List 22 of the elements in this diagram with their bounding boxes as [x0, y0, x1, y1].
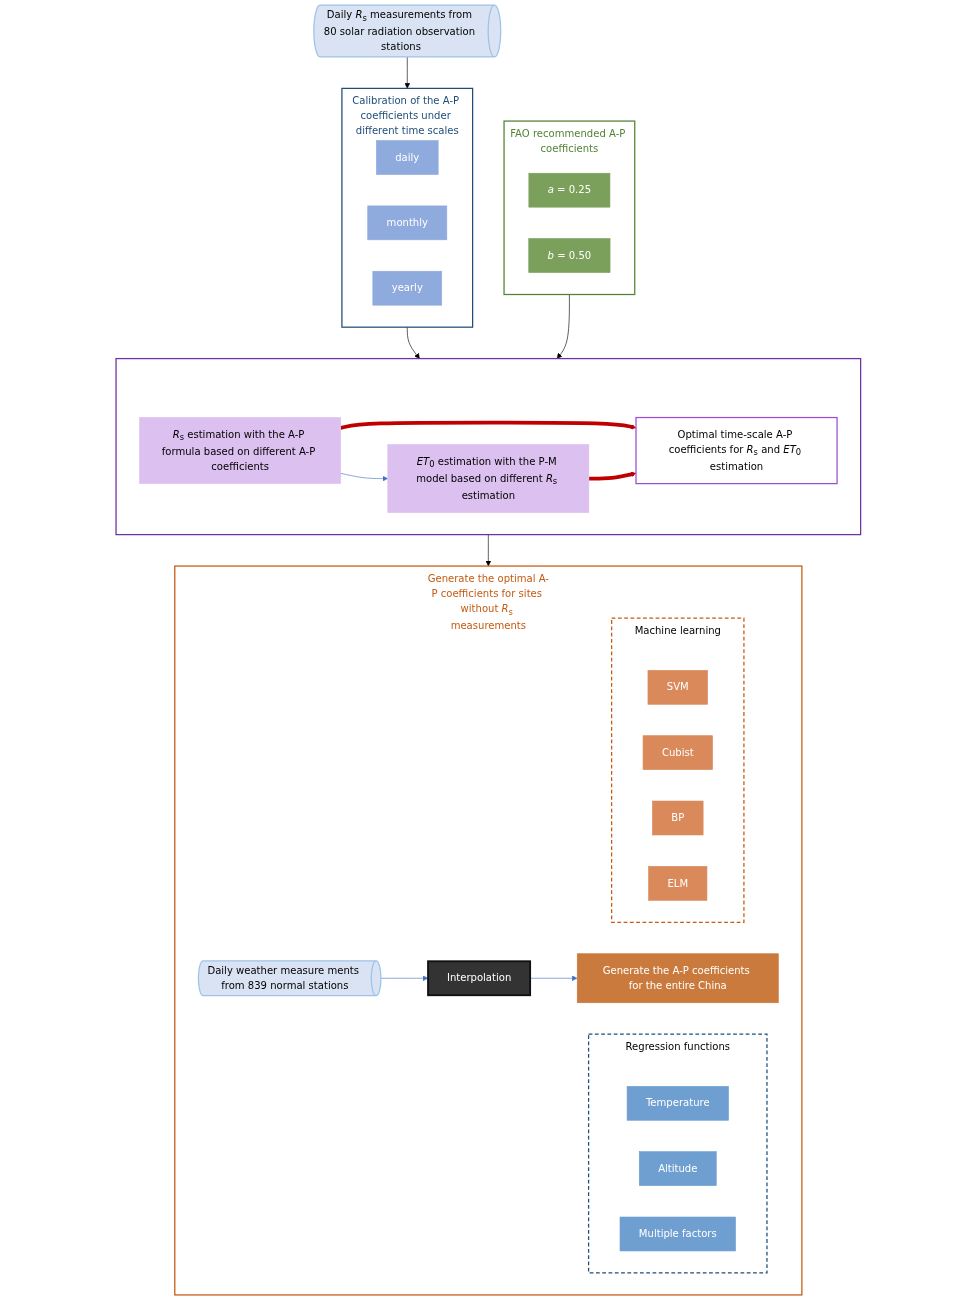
node-box: Cubist	[642, 735, 713, 770]
node-text: Daily weather measure ments from 839 normal stations	[207, 964, 359, 992]
node-box: SVM	[647, 670, 708, 705]
node-box: ELM	[647, 866, 707, 901]
node-box: ET$_{0}$ estimation with the P-M model based on different R$_{s}$ estimation	[387, 444, 589, 513]
node-box: yearly	[372, 270, 442, 306]
node-box: b = 0.50	[528, 238, 610, 273]
arrow	[588, 471, 636, 481]
node-box: daily	[375, 140, 439, 175]
node-box: R$_{s}$ estimation with the A-P formula based on different A-P coefficients	[138, 417, 341, 484]
arrow	[339, 420, 636, 430]
node-box: Altitude	[638, 1151, 717, 1186]
node-text: Daily R$_{s}$ measurements from 80 solar radiation observation stations	[323, 8, 475, 53]
node-box: Interpolation	[426, 960, 531, 997]
node-box: Multiple factors	[619, 1216, 736, 1252]
node-box: Optimal time-scale A-P coefficients for R$_{s}$ and ET$_{0}$ estimation	[635, 416, 838, 485]
node-box: a = 0.25	[528, 172, 610, 208]
node-box: monthly	[367, 205, 447, 241]
cluster	[115, 357, 861, 536]
node-box: BP	[651, 800, 704, 836]
node-box: Temperature	[626, 1086, 729, 1121]
node-box: Generate the A-P coefficients for the entire China	[576, 953, 779, 1004]
